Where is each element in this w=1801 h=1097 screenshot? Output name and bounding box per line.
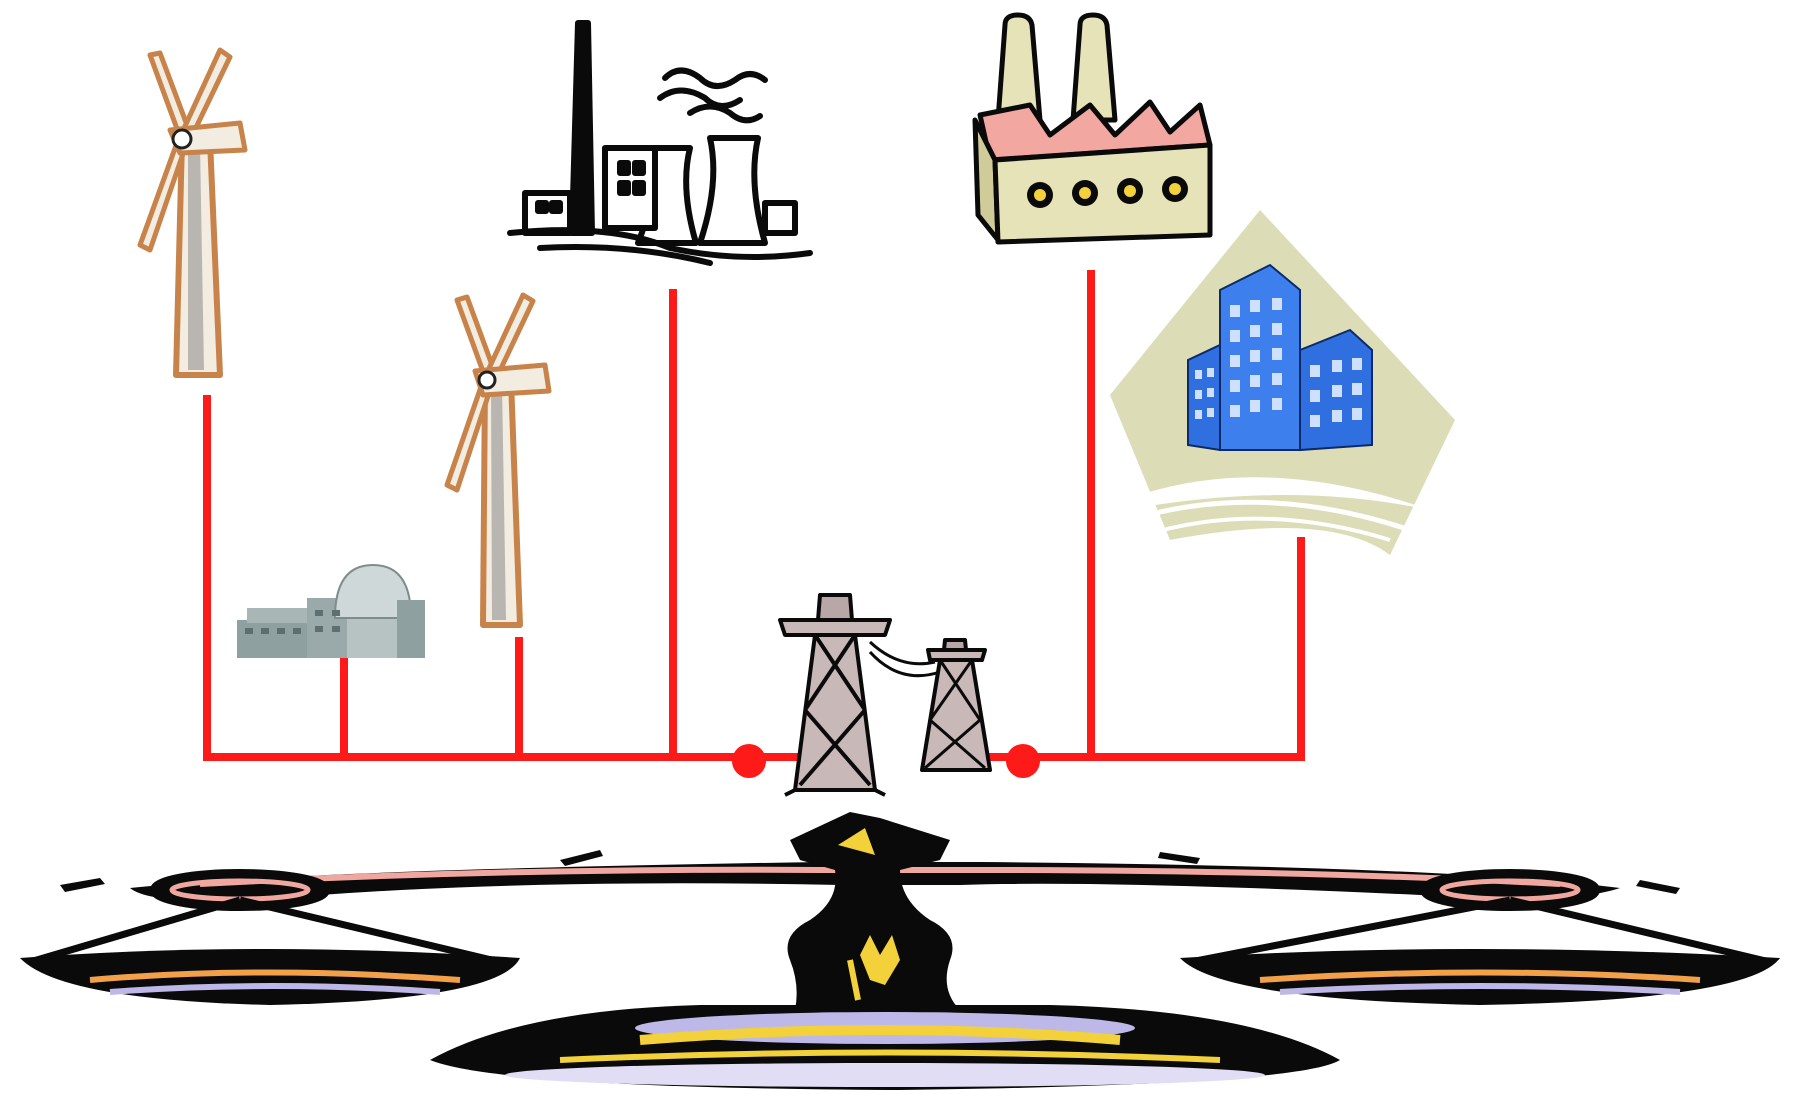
balance-scale-icon: [20, 812, 1780, 1090]
wind-turbine-icon: [137, 47, 248, 378]
transmission-tower-icon: [778, 593, 992, 797]
grid-connectors: [203, 270, 1305, 761]
scale-pillar: [787, 812, 960, 1010]
junction-dot-left: [732, 744, 766, 778]
factory-icon: [972, 12, 1213, 245]
junction-dot-right: [1006, 744, 1040, 778]
power-station-icon: [507, 20, 813, 266]
wind-turbine-icon: [444, 292, 552, 628]
office-building-icon: [1110, 210, 1455, 555]
nuclear-plant-icon: [237, 563, 425, 658]
